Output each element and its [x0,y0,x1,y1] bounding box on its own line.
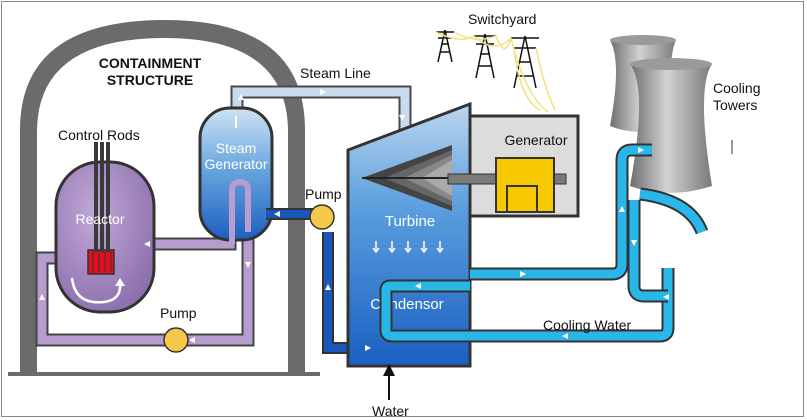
feedwater-pump [309,204,335,230]
control-rods [94,142,110,252]
containment-label: CONTAINMENT [99,55,202,71]
turbine-blades [362,145,470,211]
turbine-condenser [346,101,472,368]
pump-upper-label: Pump [305,186,342,202]
primary-pump [163,327,189,353]
cooling-water-label: Cooling Water [543,317,632,333]
cooling-towers-label: Cooling [713,80,760,96]
steam-generator-label: Steam [216,140,256,156]
reactor-label: Reactor [75,211,124,227]
cooling-towers-label-line2: Towers [713,97,757,113]
reactor-vessel [54,160,156,314]
switchyard-towers [436,29,539,89]
steam-line-label: Steam Line [300,65,371,81]
generator-label: Generator [504,132,567,148]
flow-arrows [39,89,669,351]
cooling-water-loop [379,143,709,343]
steam-generator-label-line2: Generator [204,156,267,172]
generator-housing [447,114,580,218]
condensate-arrows [372,241,444,254]
cooling-towers [610,35,712,193]
containment-label-line2: STRUCTURE [107,72,193,88]
pump-lower-label: Pump [160,305,197,321]
steam-generator [198,106,274,244]
water-inlet-arrow [383,364,395,400]
turbine-label: Turbine [385,213,435,230]
water-label: Water [372,403,409,419]
reactor-core [87,249,115,275]
control-rods-label: Control Rods [58,127,140,143]
switchyard-label: Switchyard [468,11,536,27]
containment-structure [8,20,320,376]
power-lines [435,31,556,113]
